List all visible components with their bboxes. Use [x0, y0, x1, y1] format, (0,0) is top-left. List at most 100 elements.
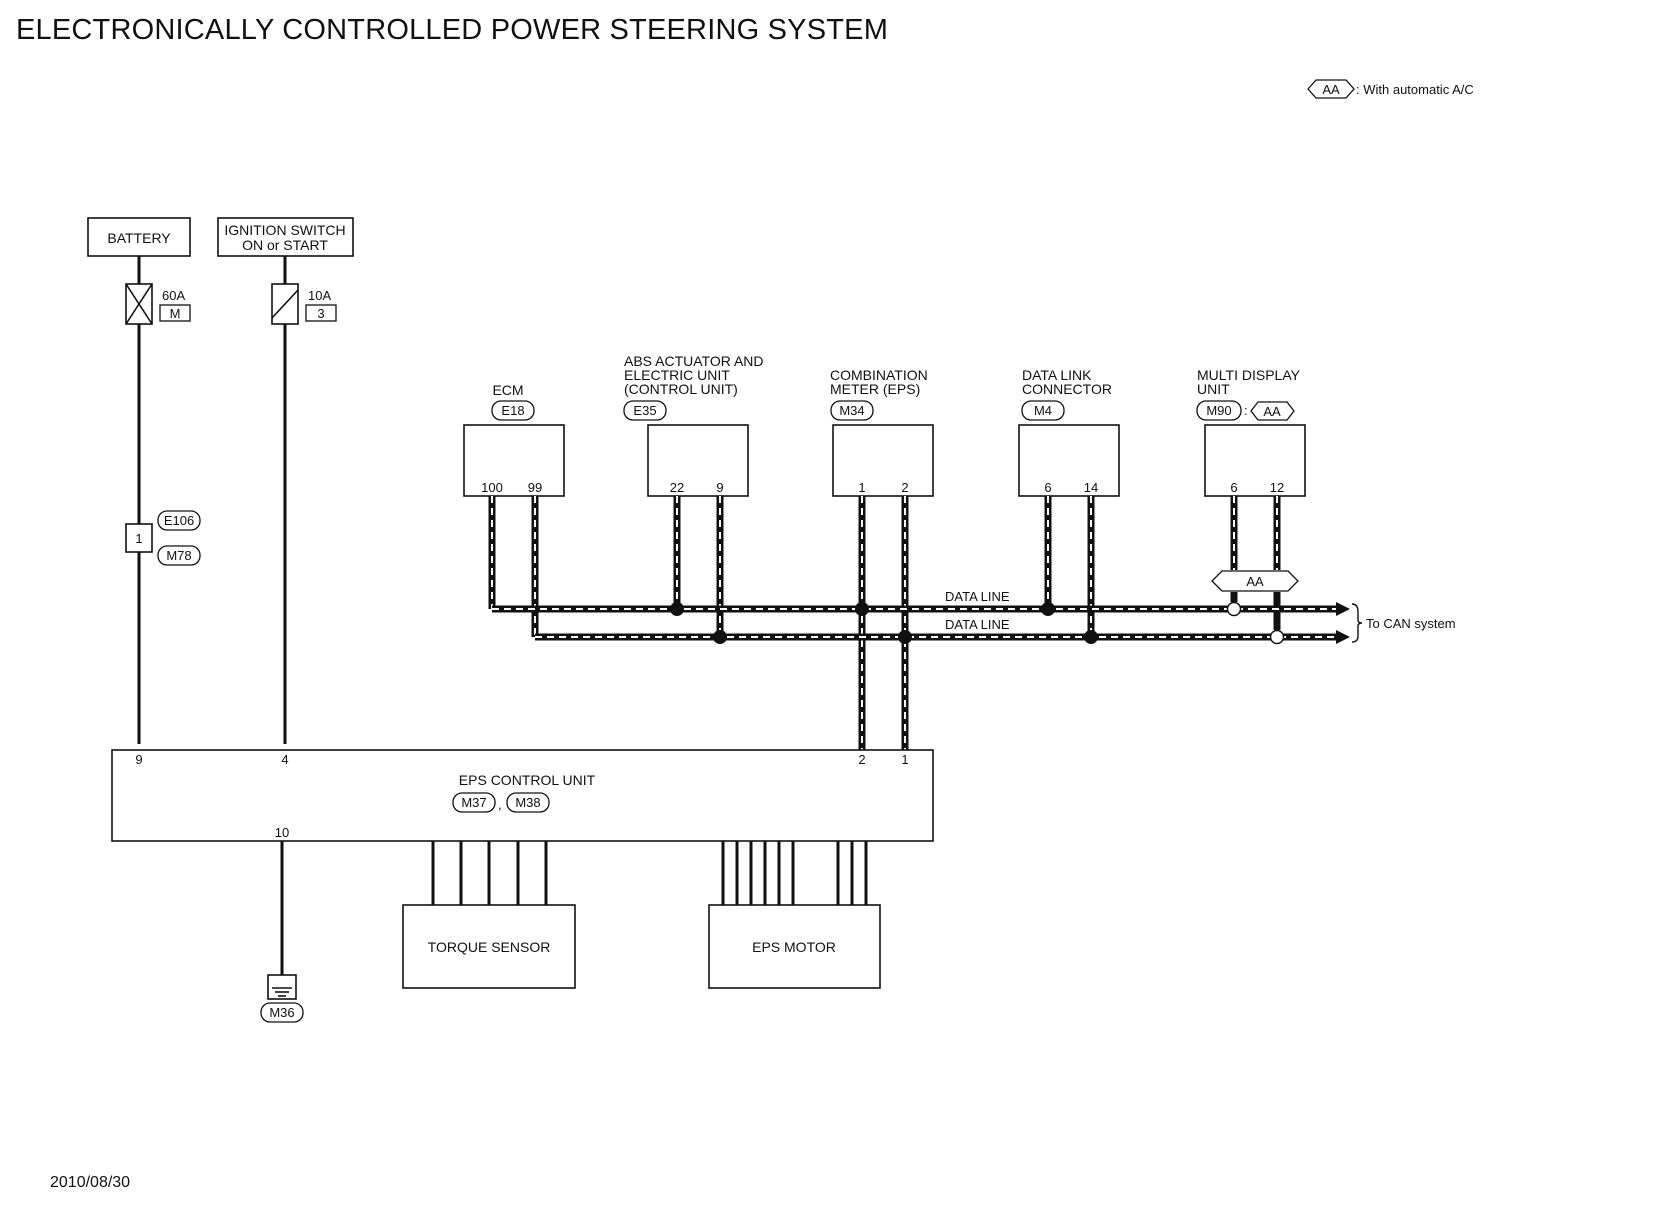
option-tag-aa-text: AA	[1246, 574, 1264, 589]
ground-conn-tag	[260, 1002, 304, 1023]
splice-dot	[1041, 602, 1055, 616]
eps-control-unit: 9 4 2 1 EPS CONTROL UNIT M37 , M38 10	[111, 749, 934, 842]
ecm-pin-99: 99	[528, 480, 542, 495]
option-splice	[1269, 629, 1285, 645]
splice-dot	[1084, 630, 1098, 644]
svg-text::: :	[1244, 403, 1248, 418]
battery-fuse-id-box	[159, 304, 191, 322]
meter-label-1: COMBINATION	[830, 367, 928, 383]
mdu-label-2: UNIT	[1197, 381, 1230, 397]
eps-conn1-tag	[452, 792, 496, 813]
legend-text: : With automatic A/C	[1356, 82, 1474, 97]
ignition-branch: IGNITION SWITCH ON or START 10A 3	[217, 217, 354, 744]
ignition-fuse-id-box	[305, 304, 337, 322]
can-drops	[488, 496, 1281, 750]
dlc-label-2: CONNECTOR	[1022, 381, 1112, 397]
torque-sensor: TORQUE SENSOR	[402, 841, 576, 989]
legend-option-tag	[1307, 79, 1355, 99]
mdu-pin-12: 12	[1270, 480, 1284, 495]
eps-motor: EPS MOTOR	[708, 841, 881, 989]
mdu-conn-tag	[1196, 400, 1242, 421]
ignition-fuse-amp: 10A	[308, 288, 331, 303]
ignition-label-1: IGNITION SWITCH	[224, 222, 345, 238]
ignition-fuse-id: 3	[317, 306, 324, 321]
meter-box	[832, 424, 934, 497]
battery-fuse-amp: 60A	[162, 288, 185, 303]
meter-label-2: METER (EPS)	[830, 381, 920, 397]
data-line-label-1: DATA LINE	[945, 589, 1010, 604]
dlc-connector: M4	[1034, 403, 1052, 418]
ecm-module: ECM E18 100 99	[463, 382, 565, 497]
abs-module: ABS ACTUATOR AND ELECTRIC UNIT (CONTROL …	[623, 353, 764, 497]
option-tag-aa	[1211, 570, 1299, 592]
mdu-label-1: MULTI DISPLAY	[1197, 367, 1301, 383]
eps-pin-2: 2	[858, 752, 865, 767]
meter-pin-1: 1	[858, 480, 865, 495]
meter-connector: M34	[839, 403, 864, 418]
to-can-label: To CAN system	[1366, 616, 1456, 631]
eps-unit-label: EPS CONTROL UNIT	[459, 772, 596, 788]
eps-conn1: M37	[461, 795, 486, 810]
arrow-2	[1336, 630, 1350, 644]
meter-conn-tag	[830, 400, 874, 421]
can-data-lines: To CAN system DATA LINE DATA LINE AA	[488, 496, 1456, 750]
abs-label-3: (CONTROL UNIT)	[624, 381, 738, 397]
can-brace	[1351, 603, 1363, 643]
joint-conn-top: E106	[164, 513, 194, 528]
abs-pin-22: 22	[670, 480, 684, 495]
ecm-connector: E18	[501, 403, 524, 418]
eps-conn2-tag	[506, 792, 550, 813]
ecm-label: ECM	[492, 382, 523, 398]
joint-conn-bottom: M78	[166, 548, 191, 563]
arrow-1	[1336, 602, 1350, 616]
abs-connector: E35	[633, 403, 656, 418]
meter-module: COMBINATION METER (EPS) M34 1 2	[830, 367, 934, 497]
joint-conn-top-tag	[157, 510, 201, 531]
joint-pin: 1	[135, 531, 142, 546]
joint-connector	[125, 523, 153, 553]
dlc-label-1: DATA LINK	[1022, 367, 1092, 383]
battery-label: BATTERY	[107, 230, 171, 246]
battery-fuse-id: M	[170, 306, 181, 321]
ecm-conn-tag	[491, 400, 535, 421]
dlc-pin-6: 6	[1044, 480, 1051, 495]
splice-dot	[713, 630, 727, 644]
splice-dot	[670, 602, 684, 616]
dlc-pin-14: 14	[1084, 480, 1098, 495]
date-stamp: 2010/08/30	[50, 1174, 131, 1191]
eps-motor-box	[708, 904, 881, 989]
mdu-pin-6: 6	[1230, 480, 1237, 495]
ground-branch: M36	[260, 841, 304, 1023]
ecm-box	[463, 424, 565, 497]
abs-label-1: ABS ACTUATOR AND	[624, 353, 764, 369]
eps-pin-1: 1	[901, 752, 908, 767]
page-title: ELECTRONICALLY CONTROLLED POWER STEERING…	[16, 14, 889, 46]
data-line-label-2: DATA LINE	[945, 617, 1010, 632]
dlc-module: DATA LINK CONNECTOR M4 6 14	[1018, 367, 1120, 497]
mdu-box	[1204, 424, 1306, 497]
torque-sensor-box	[402, 904, 576, 989]
eps-pin-9: 9	[135, 752, 142, 767]
mdu-option-tag	[1250, 401, 1295, 421]
joint-conn-bottom-tag	[157, 545, 201, 566]
ecm-pin-100: 100	[481, 480, 503, 495]
dlc-conn-tag	[1021, 400, 1065, 421]
ground-connector: M36	[269, 1005, 294, 1020]
abs-conn-tag	[623, 400, 667, 421]
eps-pin-10: 10	[275, 825, 289, 840]
torque-sensor-label: TORQUE SENSOR	[428, 939, 551, 955]
abs-box	[647, 424, 749, 497]
eps-conn-sep: ,	[498, 797, 502, 812]
legend: AA : With automatic A/C	[1307, 79, 1474, 99]
mdu-option: AA	[1263, 404, 1281, 419]
splice-dot	[898, 630, 912, 644]
ground-symbol-box	[267, 974, 297, 1000]
eps-motor-label: EPS MOTOR	[752, 939, 836, 955]
dlc-box	[1018, 424, 1120, 497]
eps-pin-4: 4	[281, 752, 288, 767]
splice-dot	[855, 602, 869, 616]
abs-pin-9: 9	[716, 480, 723, 495]
battery-box	[87, 217, 191, 257]
battery-branch: BATTERY 60A M 1 E106 M78	[87, 217, 201, 744]
